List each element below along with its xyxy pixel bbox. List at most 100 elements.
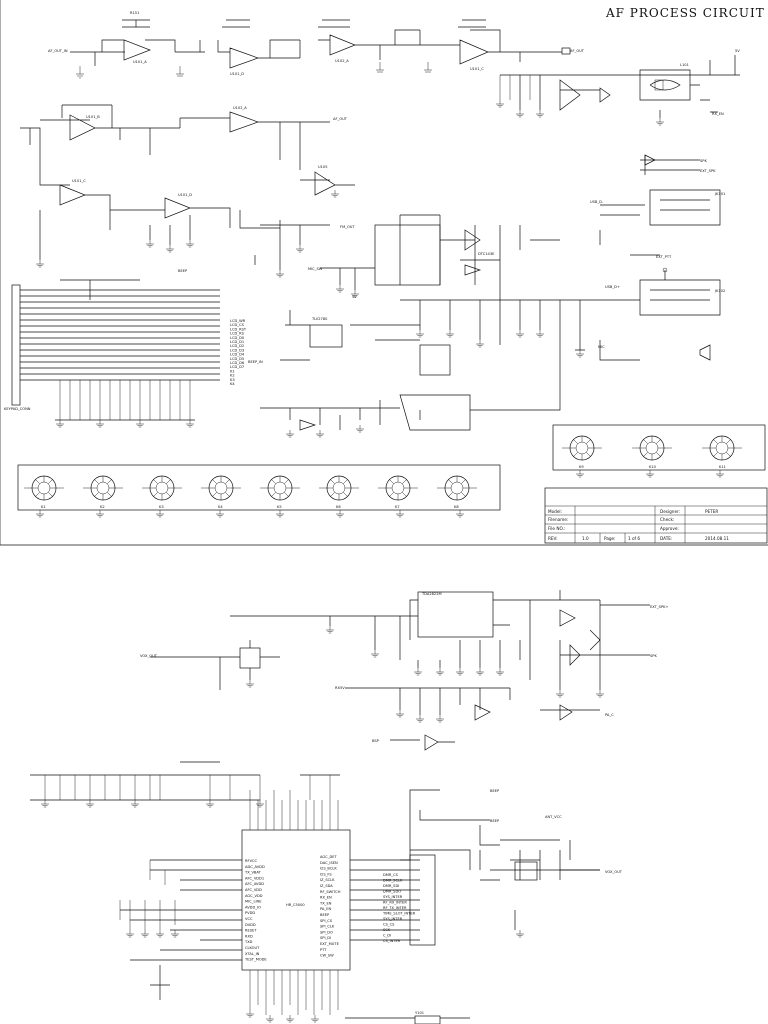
mcu-pin-label: SPI_DO: [320, 930, 333, 934]
ref-jk102: JK102: [714, 289, 725, 293]
lcd-pin-label: K1: [230, 369, 235, 373]
mcu-pin-label: SPI_CS: [320, 919, 333, 923]
lcd-pin-label: LCD_D7: [230, 365, 244, 369]
ground-symbol: [396, 710, 404, 718]
ref-u105: U105: [318, 165, 328, 169]
mcu-pin-label: IZ_SDA: [320, 884, 333, 888]
key-switch-10: K10: [632, 435, 672, 469]
jacks-block: [599, 154, 721, 361]
vox-block: [260, 300, 561, 431]
ground-symbol: [216, 510, 224, 518]
ground-symbol: [396, 510, 404, 518]
lcd-pin-label: LCD_RST: [230, 327, 247, 331]
lcd-pin-label: LCD_D3: [230, 348, 244, 352]
ref-tda: TDA2822M: [421, 592, 442, 596]
mcu-pin-label: AGC_VDD: [245, 894, 263, 898]
key-switch-2: K2: [83, 475, 123, 509]
lcd-pin-label: LCD_WR: [230, 319, 246, 323]
lcd-pin-label: LCD_D2: [230, 344, 244, 348]
mcu-net-label: CS_INTER: [383, 939, 401, 943]
mcu-pin-label: SPI_DI: [320, 936, 331, 940]
ground-symbol: [286, 1015, 294, 1023]
net-mic-sw: MIC_SW: [308, 267, 323, 271]
tb-fileno: File NO.:: [548, 526, 565, 531]
ground-symbol: [336, 285, 344, 293]
mcu-net-label: DMR_SDI: [383, 884, 399, 888]
mcu-left-pins: RFVCCADC_AVDDTX_VBATAFC_VDD1AFC_AVDDAFC_…: [244, 859, 267, 962]
lcd-pin-label: K2: [230, 374, 235, 378]
ground-symbol: [556, 690, 564, 698]
ground-symbol: [536, 110, 544, 118]
ground-symbol: [716, 470, 724, 478]
net-keypad: KEYPAD_CONN: [4, 407, 31, 411]
ground-symbol: [266, 1015, 274, 1023]
mcu-pin-label: RESET: [245, 929, 257, 933]
ground-symbol: [171, 930, 179, 938]
ground-symbol: [646, 470, 654, 478]
vox-switch-block: [150, 640, 280, 690]
ground-symbol: [416, 715, 424, 723]
mcu-pin-label: AVDD_IO: [245, 905, 261, 909]
mcu-pin-label: BEEP: [320, 913, 330, 917]
lcd-pin-label: LCD_D5: [230, 357, 244, 361]
key-label: K4: [218, 505, 223, 509]
mcu-pin-label: CLKOUT: [245, 946, 260, 950]
mcu-pin-label: I2S_FS: [320, 872, 332, 876]
tb-model: Model:: [548, 509, 562, 514]
key-switch-4: K4: [201, 475, 241, 509]
ground-symbol: [96, 420, 104, 428]
net-beep3: BEEP: [490, 819, 500, 823]
ground-symbol: [436, 715, 444, 723]
ground-symbol: [276, 510, 284, 518]
mcu-net-label: SYS_INTER: [383, 917, 403, 921]
ground-symbol: [246, 1010, 254, 1018]
mcu-pin-label: PVDD: [245, 911, 255, 915]
lcd-pin-label: LCD_RS: [230, 332, 245, 336]
key-label: K10: [649, 465, 657, 469]
mcu-pin-label: SPI_CLK: [320, 925, 335, 929]
mic-amp-block: [280, 214, 600, 376]
ref-u107: TLV2780: [311, 317, 328, 321]
speaker-amp-block: [230, 590, 650, 751]
key-label: K6: [336, 505, 341, 509]
net-usb-dp: USB_D+: [605, 285, 620, 289]
ref-r151: R151: [130, 11, 139, 15]
ref-5v: 5V: [735, 49, 740, 53]
ground-symbol: [516, 110, 524, 118]
key-switch-3: K3: [142, 475, 182, 509]
key-label: K5: [277, 505, 282, 509]
mcu-chip: [241, 829, 351, 971]
mcu-pin-label: AFC_VDD1: [245, 876, 264, 880]
ground-symbol: [456, 510, 464, 518]
mcu-pin-label: VCC: [245, 917, 253, 921]
ground-symbol: [131, 800, 139, 808]
ground-symbol: [56, 420, 64, 428]
mcu-net-label: SYS_INTER: [383, 895, 403, 899]
ground-symbol: [456, 668, 464, 676]
mcu-block: [119, 789, 490, 1015]
ref-q101: DTC143E: [478, 252, 495, 256]
mcu-net-label: RF_TX_INTER: [383, 906, 407, 910]
ground-symbol: [496, 668, 504, 676]
ground-symbol: [516, 330, 524, 338]
ref-rx5v: RX5V: [335, 686, 345, 690]
key-label: K8: [454, 505, 459, 509]
tb-designer: Designer:: [660, 509, 680, 514]
key-switch-6: K6: [319, 475, 359, 509]
ground-symbol: [36, 510, 44, 518]
af-chain-row2: [20, 104, 355, 270]
mcu-pin-label: DVDD: [245, 923, 256, 927]
net-ext-spk: EXT_SPK: [700, 169, 716, 173]
tb-approve: Approve:: [660, 526, 679, 531]
ground-symbol: [156, 510, 164, 518]
ground-symbol: [276, 270, 284, 278]
ground-symbol: [371, 650, 379, 658]
ground-symbol: [576, 470, 584, 478]
net-ext-spk2: EXT_SPK+: [650, 605, 668, 609]
net-vox-out: VOX_OUT: [140, 654, 158, 658]
lcd-pin-label: LCD_D0: [230, 336, 245, 340]
ref-u101c: U101_C: [72, 179, 86, 183]
lcd-pin-label: LCD_CS: [230, 323, 245, 327]
ground-symbol: [476, 340, 484, 348]
